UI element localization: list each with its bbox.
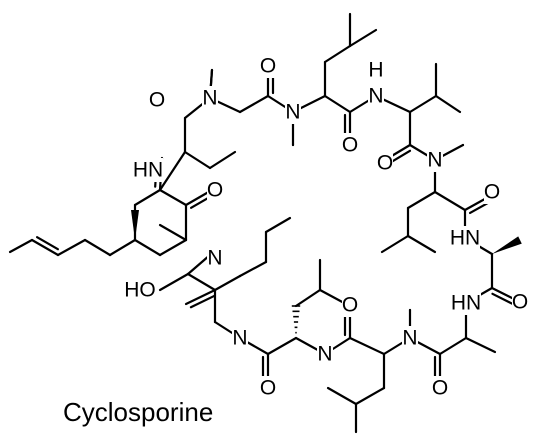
bond-line [406,190,437,210]
atom-label-background [317,342,333,366]
bond-line [264,216,292,234]
atom-label-background [368,58,384,82]
atom-label-ho-mebmt: HO [124,279,156,302]
atom-label-o-mele-right: O [484,181,500,204]
atom-label-background [207,178,223,202]
bond-line [434,94,462,114]
atom-label-o-abu: O [260,377,276,400]
double-bond-line [184,288,217,306]
atom-label-background [432,376,448,400]
atom-label-background [377,151,393,175]
bond-line [326,386,358,406]
atom-label-background [368,84,384,108]
bond-line [8,238,34,254]
wedge-bond [492,236,522,254]
atom-label-background [260,54,276,78]
bond-line [208,150,237,170]
atom-label-n-mele-bottom-left: N [232,327,247,350]
bond-line [133,238,162,257]
double-bond-line [389,149,412,164]
atom-label-n-valine: N [368,85,383,108]
bond-line [318,288,348,306]
bond-line [406,234,437,254]
bond-line [158,223,188,242]
atom-label-background [125,278,155,302]
bond-line [186,272,217,292]
atom-label-background [260,376,276,400]
atom-label-o-alanine: O [512,291,528,314]
atom-label-n-mele-top: N [285,101,300,124]
atom-label-h-valine-nh: H [368,59,383,82]
atom-label-n-sarcosine: N [202,87,217,110]
bond-line [158,188,188,207]
atom-label-background [207,246,223,270]
bond-line [133,188,162,207]
atom-label-background [133,158,163,182]
bond-line [213,274,242,292]
atom-label-background [512,290,528,314]
atom-label-o-sarcosine: O [260,55,276,78]
bond-line [380,234,410,254]
atom-label-background [450,226,480,250]
atom-label-background [451,291,481,315]
bond-line [238,260,268,278]
atom-label-background [484,180,500,204]
atom-label-o-mele-bottom: O [342,294,358,317]
bond-line [464,336,497,354]
bond-line [158,150,187,192]
bond-line [56,238,87,257]
bond-line [408,94,438,114]
atom-label-o-mele-top: O [342,134,358,157]
atom-label-n-mele-bottom: N [317,343,332,366]
bond-line [294,288,322,308]
bond-line [433,190,467,212]
bond-line [266,336,298,356]
atom-label-background [342,293,358,317]
atom-label-o-mele-bottom-right: O [432,377,448,400]
bond-line [158,272,190,292]
double-bond-line [35,236,60,251]
atom-label-hn-abu: HN [133,159,163,182]
bond-line [348,336,386,356]
atom-label-hn-d-alanine: HN [451,292,481,315]
atom-label-background [232,326,248,350]
bond-line [83,238,112,257]
bond-line [186,253,212,276]
compound-name: Cyclosporine [63,397,214,427]
bond-line [108,238,137,257]
double-bond-line [491,292,517,307]
bond-line [438,336,468,356]
bond-line [323,94,352,114]
bond-line [183,150,212,170]
hashed-wedge-bond [291,305,301,334]
atom-label-background [149,88,165,112]
double-bond-line [30,238,60,257]
wedge-bond [131,210,139,240]
bond-line [323,44,352,64]
atom-label-n-mele-bottom-right: N [402,327,417,350]
atom-label-o-dimethylamide-left: O [149,89,165,112]
bond-line [238,94,270,114]
atom-label-hn-alanine: HN [450,227,480,250]
bond-line [354,386,386,406]
atom-label-background [427,148,443,172]
atom-label-background [402,326,418,350]
double-bond-line [189,294,216,309]
atom-label-n-mebmt: N [207,247,222,270]
atom-label-background [342,133,358,157]
atom-label-o-valine: O [377,152,393,175]
atom-label-background [202,86,218,110]
bond-line [348,28,378,48]
atom-label-o-mebmt: O [207,179,223,202]
atom-label-n-mele-right: N [427,149,442,172]
atom-label-background [285,100,301,124]
bond-line [158,238,188,257]
